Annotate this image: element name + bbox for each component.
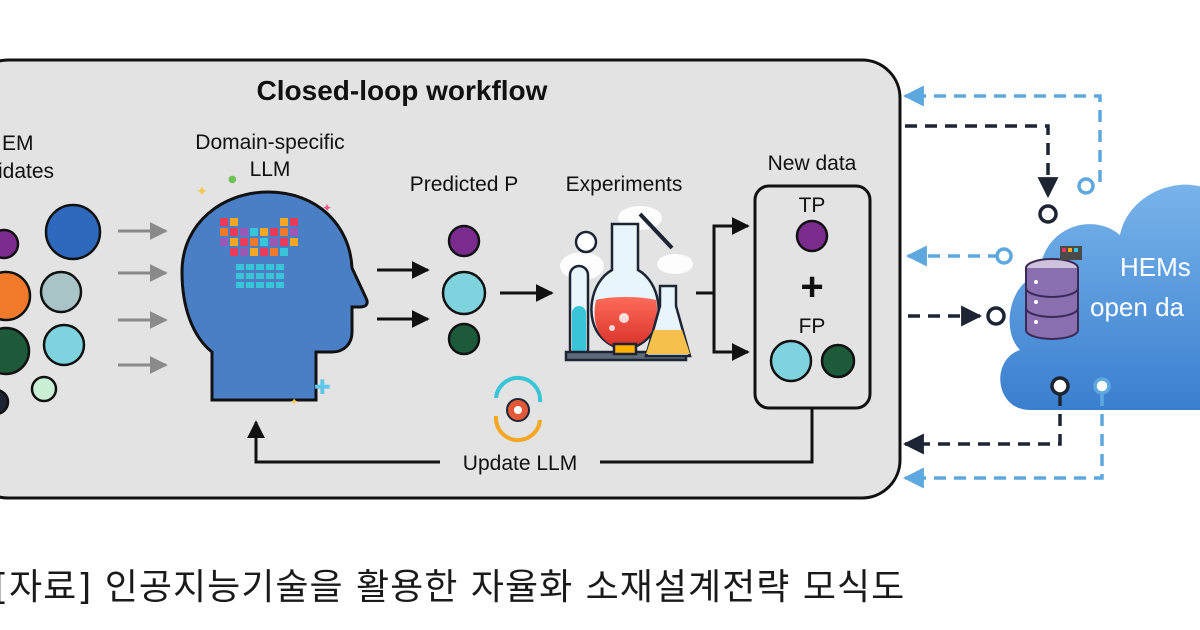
candidates-label-line2: idates <box>0 160 54 183</box>
predicted-circle <box>447 322 481 356</box>
llm-label-line1: Domain-specific <box>195 131 344 154</box>
candidate-circle <box>0 228 20 260</box>
sparkle-icon: ✦ <box>196 184 208 200</box>
new-data-label: New data <box>768 152 857 175</box>
database-icon <box>1025 246 1082 340</box>
sparkle-icon: ✚ <box>314 375 331 399</box>
connector-node <box>1050 376 1070 396</box>
predicted-label: Predicted P <box>410 173 519 196</box>
workflow-title: Closed-loop workflow <box>257 75 548 106</box>
candidate-circle <box>0 270 32 322</box>
candidate-circle <box>42 323 86 367</box>
experiments-output-arrows <box>696 217 750 361</box>
cloud-shape <box>1000 184 1200 410</box>
dashed-connector <box>902 394 1104 489</box>
sparkle-icon: ✦ <box>290 397 298 408</box>
plus-sign: + <box>800 265 823 309</box>
connector-node <box>1093 377 1111 395</box>
figure-caption: [자료] 인공지능기술을 활용한 자율화 소재설계전략 모식도 <box>0 552 1200 612</box>
candidate-circle <box>0 326 31 376</box>
data-exchange-connectors <box>902 85 1111 489</box>
fp-circle <box>769 339 813 383</box>
lab-flasks-icon <box>560 206 693 362</box>
candidate-circle <box>30 375 58 403</box>
connector-node <box>986 306 1006 326</box>
connector-node <box>1077 177 1095 195</box>
head-icon <box>180 190 369 402</box>
database-label-line2: open da <box>1090 292 1185 322</box>
candidate-circles <box>0 203 102 415</box>
candidate-circle <box>0 389 10 415</box>
connector-node <box>1038 204 1058 224</box>
brain-grid-icon <box>220 218 298 288</box>
dashed-connector <box>905 124 1059 199</box>
llm-label-line2: LLM <box>250 158 291 181</box>
candidates-label-line1: EM <box>2 132 34 155</box>
predicted-circles <box>441 224 487 356</box>
tp-label: TP <box>799 194 826 217</box>
experiments-label: Experiments <box>566 173 683 196</box>
predicted-circle <box>441 270 487 316</box>
candidate-circle <box>39 270 83 314</box>
fp-circle <box>820 343 856 379</box>
database-label-line1: HEMs <box>1120 252 1191 282</box>
dashed-connector <box>902 394 1062 455</box>
gear-cycle-icon <box>493 375 543 443</box>
predicted-circle <box>447 224 481 258</box>
sparkle-icon: ✦ <box>322 201 332 215</box>
tp-circle <box>795 219 829 253</box>
dashed-connector <box>902 85 1102 182</box>
update-llm-loop <box>256 408 814 464</box>
sparkle-icon: ● <box>228 174 237 185</box>
fp-label: FP <box>799 315 826 338</box>
input-arrows <box>118 222 168 374</box>
candidate-circle <box>44 203 102 261</box>
caption-text: [자료] 인공지능기술을 활용한 자율화 소재설계전략 모식도 <box>0 567 906 608</box>
update-llm-label: Update LLM <box>463 452 577 475</box>
connector-node <box>995 247 1013 265</box>
